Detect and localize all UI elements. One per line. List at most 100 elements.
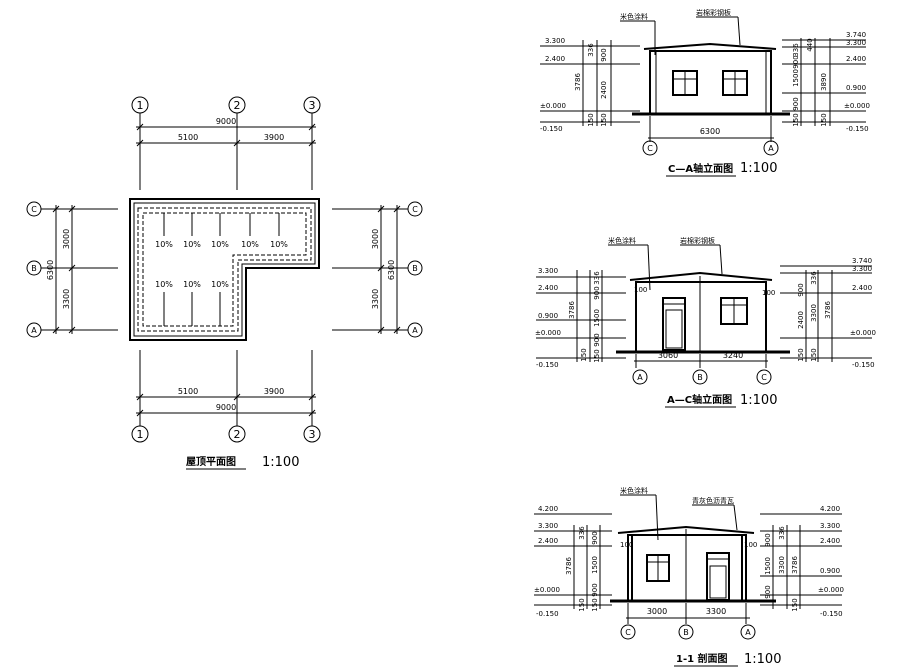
bottom-dim: 6300 [700, 127, 720, 136]
svg-text:3890: 3890 [820, 73, 828, 91]
left-level-marks: 3.300 2.400 0.900 ±0.000 -0.150 336 900 … [535, 267, 626, 369]
dim-seg-right-2: 3300 [371, 289, 380, 309]
axis-b-left: B [26, 260, 42, 276]
slope-label: 10% [155, 240, 173, 249]
axis-a: A [740, 624, 756, 640]
dim-seg-top-2: 3900 [264, 133, 284, 142]
slope-label: 10% [211, 280, 229, 289]
svg-text:-0.150: -0.150 [846, 125, 869, 133]
svg-text:900: 900 [764, 585, 772, 598]
elevation-c-a: 米色涂料 岩棉彩钢板 3.300 2.400 ±0.000 -0.150 336… [540, 8, 870, 177]
bottom-dim-2: 3300 [706, 607, 726, 616]
dim-seg-left-2: 3300 [62, 289, 71, 309]
svg-text:2400: 2400 [797, 311, 805, 329]
svg-text:900: 900 [792, 55, 800, 68]
svg-text:±0.000: ±0.000 [534, 586, 560, 594]
svg-text:2.400: 2.400 [820, 537, 840, 545]
svg-text:3786: 3786 [824, 301, 832, 319]
svg-text:3786: 3786 [568, 301, 576, 319]
svg-text:1500: 1500 [593, 309, 601, 327]
axis-c: C [756, 369, 772, 385]
facade-wall [649, 50, 772, 115]
svg-text:1500: 1500 [764, 557, 772, 575]
axis-a: A [763, 140, 779, 156]
svg-text:1: 1 [137, 99, 144, 112]
svg-text:900: 900 [591, 583, 599, 596]
axis-3-bottom: 3 [303, 425, 321, 443]
slope-label: 10% [270, 240, 288, 249]
bottom-dim-2: 3240 [723, 351, 743, 360]
svg-text:3786: 3786 [565, 557, 573, 575]
axis-a-left: A [26, 322, 42, 338]
axis-2-top: 2 [228, 96, 246, 114]
svg-text:900: 900 [593, 333, 601, 346]
svg-text:±0.000: ±0.000 [818, 586, 844, 594]
svg-text:C: C [31, 205, 37, 214]
svg-text:3.740: 3.740 [852, 257, 872, 265]
svg-text:1: 1 [137, 428, 144, 441]
door [706, 552, 730, 601]
svg-text:440: 440 [806, 38, 814, 51]
elevation-c-a-title: C—A轴立面图 [668, 162, 733, 175]
axis-a: A [632, 369, 648, 385]
window [720, 297, 748, 325]
svg-text:4.200: 4.200 [820, 505, 840, 513]
svg-text:3.740: 3.740 [846, 31, 866, 39]
svg-text:336: 336 [578, 526, 586, 540]
window [672, 70, 698, 96]
svg-text:3.300: 3.300 [538, 267, 558, 275]
svg-text:C: C [647, 144, 653, 153]
svg-text:900: 900 [797, 283, 805, 296]
dim-total-right: 6300 [387, 260, 396, 280]
window [722, 70, 748, 96]
svg-text:A: A [412, 326, 418, 335]
svg-text:336: 336 [810, 271, 818, 285]
svg-text:0.900: 0.900 [846, 84, 866, 92]
slope-label: 10% [183, 240, 201, 249]
axis-b: B [678, 624, 694, 640]
door [662, 297, 686, 351]
axis-1-bottom: 1 [131, 425, 149, 443]
svg-text:150: 150 [810, 348, 818, 361]
roof-outline [129, 198, 320, 341]
svg-text:150: 150 [791, 598, 799, 611]
elevation-c-a-scale: 1:100 [740, 161, 777, 176]
svg-text:900: 900 [600, 48, 608, 61]
section-scale: 1:100 [744, 652, 781, 667]
svg-text:3300: 3300 [810, 304, 818, 322]
svg-text:A: A [768, 144, 774, 153]
svg-text:0.900: 0.900 [820, 567, 840, 575]
elevation-a-c: 米色涂料 岩棉彩钢板 100 100 3.300 2.400 0.900 ±0.… [535, 236, 876, 408]
svg-text:1500: 1500 [591, 556, 599, 574]
svg-text:150: 150 [797, 348, 805, 361]
dim-total-left: 6300 [46, 260, 55, 280]
svg-text:B: B [697, 373, 703, 382]
slope-label: 10% [155, 280, 173, 289]
svg-text:3.300: 3.300 [852, 265, 872, 273]
section-title: 1-1 剖面图 [676, 652, 728, 665]
label-coating: 米色涂料 [608, 236, 636, 245]
bottom-dim-1: 3060 [658, 351, 678, 360]
svg-text:336: 336 [593, 271, 601, 285]
eave-dim: 100 [744, 541, 757, 549]
roof-plan-title: 屋顶平面图 [186, 456, 236, 468]
bottom-dim-1: 3000 [647, 607, 667, 616]
svg-text:336: 336 [778, 526, 786, 540]
section-1-1: 米色涂料 青灰色沥青瓦 100 100 4.200 3.300 2.400 ±0… [534, 486, 844, 667]
gutter-line-2 [142, 212, 307, 327]
window [646, 554, 670, 582]
svg-text:-0.150: -0.150 [820, 610, 843, 618]
svg-text:3786: 3786 [791, 556, 799, 574]
svg-text:2: 2 [234, 99, 241, 112]
eave-dim: 100 [762, 289, 775, 297]
elevation-a-c-title: A—C轴立面图 [667, 393, 732, 406]
svg-text:A: A [31, 326, 37, 335]
left-level-marks: 4.200 3.300 2.400 ±0.000 -0.150 336 900 … [534, 505, 612, 618]
svg-text:±0.000: ±0.000 [850, 329, 876, 337]
slope-label: 10% [211, 240, 229, 249]
slope-markers: 10% 10% 10% 10% 10% 10% 10% 10% [155, 213, 288, 326]
dim-seg-left-1: 3000 [62, 229, 71, 249]
svg-text:2.400: 2.400 [846, 55, 866, 63]
svg-text:3300: 3300 [778, 556, 786, 574]
